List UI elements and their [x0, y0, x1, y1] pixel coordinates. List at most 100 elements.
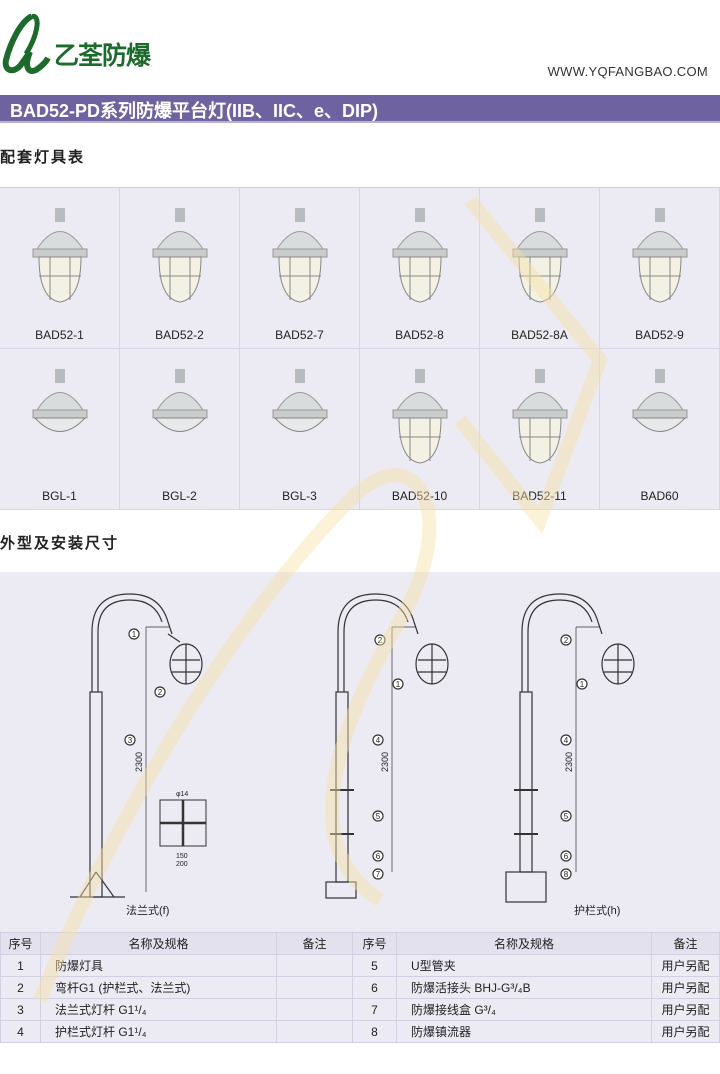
cell-name: 防爆灯具	[40, 954, 277, 977]
cell-name: 护栏式灯杆 G1¹/₄	[40, 1020, 277, 1043]
cell-no: 7	[352, 998, 397, 1021]
lamp-cell: BAD52-10	[360, 349, 480, 510]
lamp-model-label: BAD52-10	[391, 489, 448, 503]
svg-text:6: 6	[376, 852, 381, 861]
cell-no: 8	[352, 1020, 397, 1043]
height-dim: 2300	[380, 752, 390, 772]
cell-no: 5	[352, 954, 397, 977]
cell-name: 防爆接线盒 G³/₄	[396, 998, 652, 1021]
lamp-cell: BGL-3	[240, 349, 360, 510]
lamp-cell: BGL-1	[0, 349, 120, 510]
company-logo: 乙荃防爆	[2, 14, 151, 76]
col-header: 序号	[0, 932, 41, 955]
cell-note: 用户另配	[651, 976, 720, 999]
installation-diagram: 2300 2300 2300 φ14 150 200 法兰式(f) 护栏式(h)…	[0, 572, 720, 932]
svg-text:5: 5	[564, 812, 569, 821]
hole-dim: φ14	[176, 791, 188, 798]
part-marker: 2	[374, 634, 386, 646]
part-marker: 6	[560, 850, 572, 862]
cell-note: 用户另配	[651, 1020, 720, 1043]
parts-table: 序号 名称及规格 备注 序号 名称及规格 备注 1 防爆灯具 5 U型管夹 用户…	[0, 932, 720, 1043]
part-marker: 5	[372, 810, 384, 822]
col-header: 名称及规格	[396, 932, 652, 955]
cell-no: 1	[0, 954, 41, 977]
cell-note: 用户另配	[651, 954, 720, 977]
dim-200: 200	[176, 861, 188, 868]
lamp-model-label: BAD52-8A	[511, 328, 568, 342]
lamp-cell: BAD52-7	[240, 188, 360, 349]
lamp-image	[272, 369, 327, 432]
lamp-drawing	[601, 643, 635, 685]
svg-text:4: 4	[564, 736, 569, 745]
cell-no: 6	[352, 976, 397, 999]
logo-mark-icon	[2, 14, 51, 74]
lamp-model-label: BAD52-1	[35, 328, 84, 342]
table-row: 4 护栏式灯杆 G1¹/₄ 8 防爆镇流器 用户另配	[0, 1020, 720, 1043]
lamp-cell: BAD52-1	[0, 188, 120, 349]
part-marker: 2	[154, 686, 166, 698]
cell-name: 防爆活接头 BHJ-G³/₄B	[396, 976, 652, 999]
website-url[interactable]: WWW.YQFANGBAO.COM	[547, 64, 708, 79]
svg-text:8: 8	[564, 870, 569, 879]
svg-text:1: 1	[580, 680, 585, 689]
lamp-model-label: BAD60	[640, 489, 679, 503]
lamp-cell: BAD60	[600, 349, 720, 510]
part-marker: 5	[560, 810, 572, 822]
table-row: 1 防爆灯具 5 U型管夹 用户另配	[0, 954, 720, 977]
part-marker: 3	[124, 734, 136, 746]
table-row: 2 弯杆G1 (护栏式、法兰式) 6 防爆活接头 BHJ-G³/₄B 用户另配	[0, 976, 720, 999]
svg-text:5: 5	[376, 812, 381, 821]
flange-label: 法兰式(f)	[126, 903, 169, 917]
rail-type-drawing-b	[505, 593, 635, 903]
svg-text:2: 2	[564, 636, 569, 645]
lamp-cell: BGL-2	[120, 349, 240, 510]
part-marker: 2	[560, 634, 572, 646]
part-marker: 1	[392, 678, 404, 690]
lamp-image	[32, 208, 87, 303]
lamp-image	[632, 369, 687, 432]
svg-text:1: 1	[132, 630, 137, 639]
lamp-grid: BAD52-1 BAD52-2 BAD52-7 BAD52-8 BAD52-8A…	[0, 187, 720, 510]
col-header: 备注	[276, 932, 353, 955]
part-marker: 1	[576, 678, 588, 690]
section-title-lamps: 配套灯具表	[0, 149, 86, 166]
logo-text: 乙荃防爆	[54, 42, 151, 70]
page-title: BAD52-PD系列防爆平台灯(IIB、IIC、e、DIP)	[0, 95, 720, 123]
lamp-model-label: BGL-2	[162, 489, 197, 503]
lamp-image	[152, 369, 207, 432]
table-row: 3 法兰式灯杆 G1¹/₄ 7 防爆接线盒 G³/₄ 用户另配	[0, 998, 720, 1021]
lamp-image	[512, 369, 567, 464]
part-marker: 4	[372, 734, 384, 746]
section-title-dimensions: 外型及安装尺寸	[0, 535, 120, 552]
cell-name: U型管夹	[396, 954, 652, 977]
cell-note: 用户另配	[651, 998, 720, 1021]
flange-type-drawing	[70, 593, 207, 898]
cell-note	[276, 1020, 353, 1043]
cell-note	[276, 998, 353, 1021]
lamp-image	[392, 208, 447, 303]
cell-no: 2	[0, 976, 41, 999]
part-marker: 6	[372, 850, 384, 862]
lamp-model-label: BAD52-8	[395, 328, 444, 342]
cell-name: 弯杆G1 (护栏式、法兰式)	[40, 976, 277, 999]
lamp-image	[632, 208, 687, 303]
svg-text:1: 1	[396, 680, 401, 689]
lamp-drawing	[167, 633, 203, 685]
part-marker: 1	[128, 628, 140, 640]
lamp-image	[32, 369, 87, 432]
part-marker: 4	[560, 734, 572, 746]
svg-text:4: 4	[376, 736, 381, 745]
svg-text:7: 7	[376, 870, 381, 879]
lamp-model-label: BAD52-2	[155, 328, 204, 342]
lamp-model-label: BGL-1	[42, 489, 77, 503]
col-header: 名称及规格	[40, 932, 277, 955]
part-marker: 8	[560, 868, 572, 880]
cell-note	[276, 954, 353, 977]
svg-text:2: 2	[378, 636, 383, 645]
lamp-cell: BAD52-9	[600, 188, 720, 349]
cell-no: 3	[0, 998, 41, 1021]
part-marker: 7	[372, 868, 384, 880]
lamp-cell: BAD52-8A	[480, 188, 600, 349]
height-dim: 2300	[134, 752, 144, 772]
svg-text:3: 3	[128, 736, 133, 745]
